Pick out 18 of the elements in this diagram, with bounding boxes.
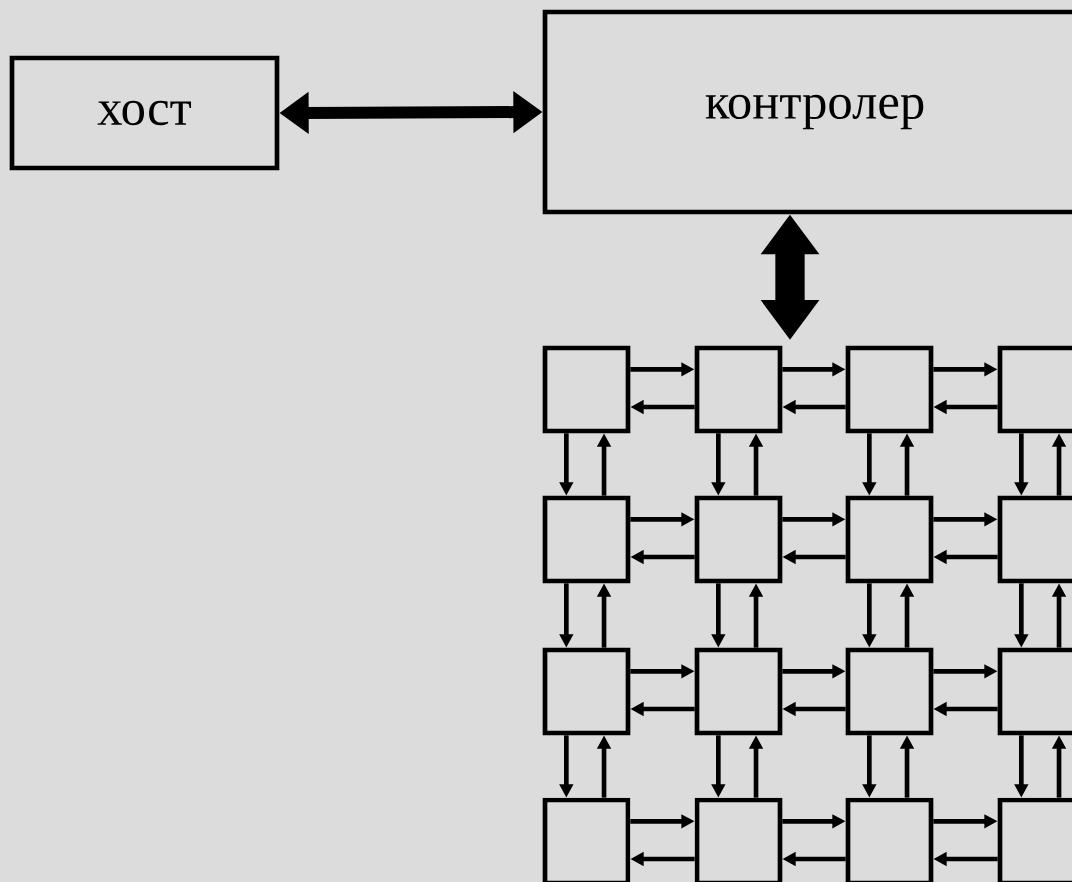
cell-box — [694, 647, 783, 736]
cell-box — [845, 647, 934, 736]
cell-box — [997, 345, 1072, 434]
cell-box — [997, 797, 1072, 882]
host-box: хост — [9, 55, 280, 171]
cell-box — [845, 797, 934, 882]
cell-box — [542, 647, 631, 736]
cell-box — [542, 495, 631, 584]
cell-box — [542, 797, 631, 882]
cell-box — [694, 345, 783, 434]
cell-box — [997, 495, 1072, 584]
cell-box — [845, 495, 934, 584]
cell-box — [694, 495, 783, 584]
controller-box: контролер — [542, 9, 1072, 215]
cell-box — [997, 647, 1072, 736]
cell-box — [694, 797, 783, 882]
cell-box — [845, 345, 934, 434]
cell-box — [542, 345, 631, 434]
